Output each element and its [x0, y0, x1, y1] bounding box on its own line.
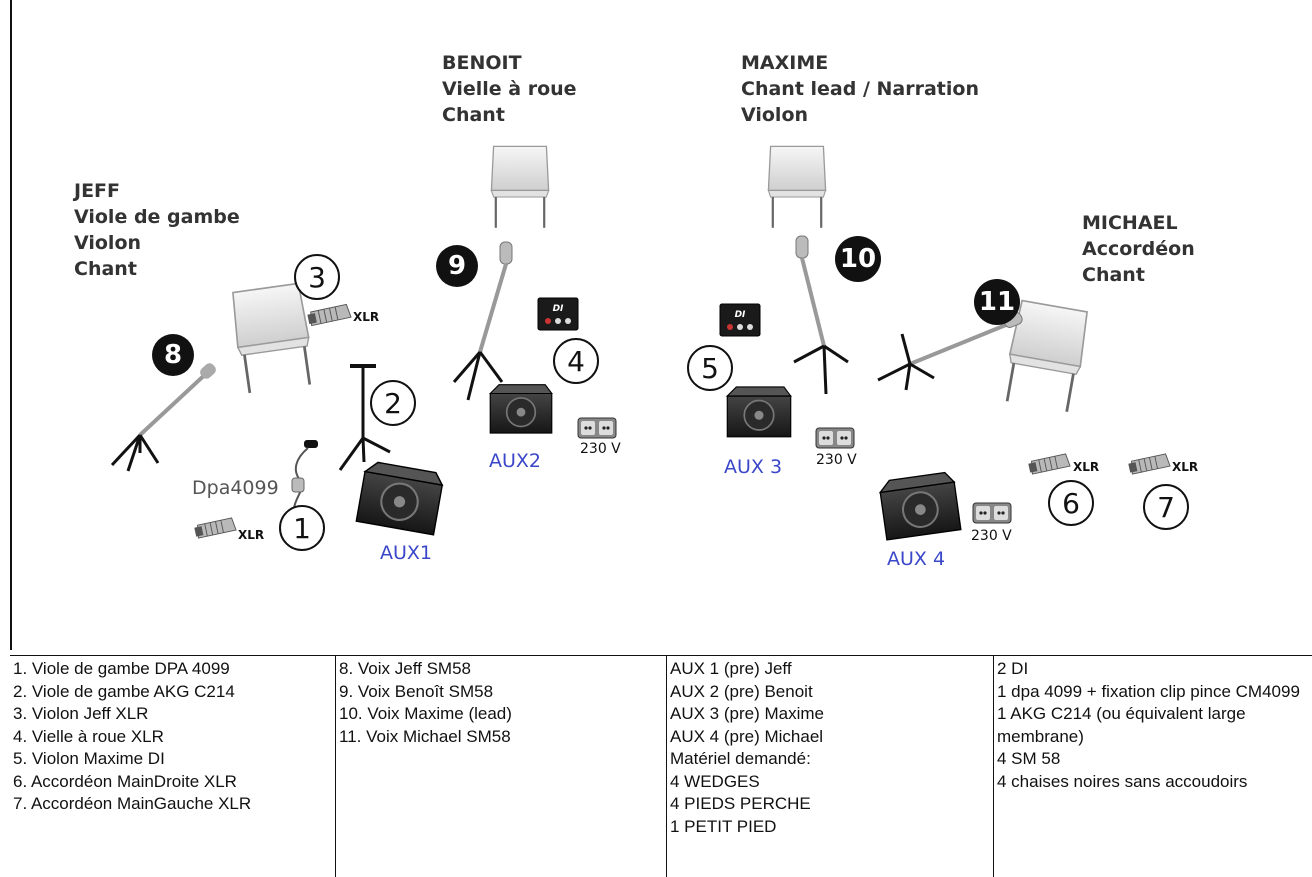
- marker-3: 3: [294, 254, 340, 300]
- aux-label: AUX1: [380, 542, 433, 564]
- di-box-icon: DI: [717, 302, 763, 338]
- microphone-stand-icon: [110, 363, 216, 472]
- microphone-stand-icon: [793, 235, 849, 395]
- table-row: AUX 2 (pre) Benoit: [670, 681, 813, 701]
- xlr-connector-icon: [306, 304, 352, 326]
- musician-benoit: BENOIT Vielle à roue Chant: [442, 50, 577, 128]
- power-label: 230 V: [971, 528, 1012, 544]
- table-column-equipment: 2 DI 1 dpa 4099 + fixation clip pince CM…: [993, 656, 1312, 877]
- musician-role: Vielle à roue: [442, 78, 577, 100]
- xlr-label: XLR: [238, 528, 265, 542]
- musician-role: Violon: [741, 104, 809, 126]
- table-row: 11. Voix Michael SM58: [339, 726, 511, 746]
- marker-6: 6: [1048, 480, 1094, 526]
- table-row: 4. Vielle à roue XLR: [13, 726, 164, 746]
- table-row: 4 chaises noires sans accoudoirs: [997, 771, 1248, 791]
- di-box-icon: DI: [535, 296, 581, 332]
- power-outlet-icon: [972, 502, 1012, 524]
- xlr-connector-icon: [1127, 453, 1171, 475]
- small-stand-icon: [338, 364, 391, 471]
- musician-role: Viole de gambe: [74, 206, 240, 228]
- table-row: 2. Viole de gambe AKG C214: [13, 681, 235, 701]
- musician-role: Accordéon: [1082, 238, 1195, 260]
- table-row: 9. Voix Benoît SM58: [339, 681, 494, 701]
- stage-plot: JEFF Viole de gambe Violon Chant BENOIT …: [10, 0, 1199, 650]
- marker-9: 9: [436, 245, 478, 287]
- musician-name: JEFF: [74, 180, 121, 202]
- di-label: DI: [553, 304, 564, 314]
- table-row: AUX 1 (pre) Jeff: [670, 659, 792, 678]
- table-row: AUX 3 (pre) Maxime: [670, 704, 824, 723]
- table-row: 4 PIEDS PERCHE: [670, 794, 811, 813]
- table-column-aux: AUX 1 (pre) Jeff AUX 2 (pre) Benoit AUX …: [666, 656, 993, 877]
- marker-1: 1: [279, 505, 325, 551]
- musician-role: Chant lead / Narration: [741, 78, 979, 100]
- table-row: 1 dpa 4099 + fixation clip pince CM4099: [997, 681, 1300, 701]
- musician-jeff: JEFF Viole de gambe Violon Chant: [74, 178, 240, 282]
- chair-icon: [225, 282, 320, 392]
- musician-name: MICHAEL: [1082, 212, 1178, 234]
- equipment-table: 1. Viole de gambe DPA 4099 2. Viole de g…: [10, 655, 1312, 877]
- wedge-monitor-icon: [725, 383, 793, 443]
- table-row: 8. Voix Jeff SM58: [339, 659, 471, 678]
- table-row: 1. Viole de gambe DPA 4099: [13, 659, 230, 678]
- wedge-monitor-icon: [880, 472, 960, 542]
- stage-left-border: [10, 0, 12, 650]
- musician-name: BENOIT: [442, 52, 522, 74]
- marker-11: 11: [974, 279, 1020, 325]
- aux-label: AUX 4: [887, 548, 946, 570]
- power-label: 230 V: [580, 441, 621, 457]
- marker-7: 7: [1143, 484, 1189, 530]
- power-outlet-icon: [577, 417, 617, 439]
- musician-role: Chant: [1082, 264, 1145, 286]
- table-row: 2 DI: [997, 659, 1029, 678]
- chair-icon: [486, 142, 554, 230]
- xlr-label: XLR: [1073, 460, 1100, 474]
- table-row: 5. Violon Maxime DI: [13, 749, 165, 768]
- musician-role: Chant: [74, 258, 137, 280]
- table-row: 6. Accordéon MainDroite XLR: [13, 771, 237, 791]
- table-row: 10. Voix Maxime (lead): [339, 704, 512, 723]
- musician-role: Chant: [442, 104, 505, 126]
- clip-microphone-icon: [291, 440, 318, 509]
- table-row: 1 AKG C214 (ou équivalent large membrane…: [997, 704, 1246, 746]
- marker-8: 8: [152, 334, 194, 376]
- di-label: DI: [735, 310, 746, 320]
- musician-role: Violon: [74, 232, 142, 254]
- table-row: AUX 4 (pre) Michael: [670, 726, 824, 746]
- dpa-label: Dpa4099: [192, 477, 279, 499]
- marker-2: 2: [370, 380, 416, 426]
- musician-michael: MICHAEL Accordéon Chant: [1082, 210, 1195, 288]
- table-row: 4 SM 58: [997, 749, 1061, 768]
- table-row: Matériel demandé:: [670, 749, 811, 768]
- aux-label: AUX2: [489, 450, 542, 472]
- xlr-label: XLR: [353, 310, 380, 324]
- xlr-label: XLR: [1172, 460, 1199, 474]
- power-label: 230 V: [816, 452, 857, 468]
- table-row: 7. Accordéon MainGauche XLR: [13, 794, 252, 813]
- xlr-connector-icon: [1027, 453, 1071, 475]
- table-row: 1 PETIT PIED: [670, 816, 777, 836]
- marker-5: 5: [687, 345, 733, 391]
- wedge-monitor-icon: [488, 380, 554, 440]
- chair-icon: [763, 142, 831, 230]
- musician-name: MAXIME: [741, 52, 829, 74]
- table-row: 3. Violon Jeff XLR: [13, 704, 149, 723]
- wedge-monitor-icon: [358, 462, 442, 536]
- marker-4: 4: [553, 338, 599, 384]
- table-column-inputs-1: 1. Viole de gambe DPA 4099 2. Viole de g…: [10, 656, 335, 877]
- table-column-inputs-2: 8. Voix Jeff SM58 9. Voix Benoît SM58 10…: [335, 656, 666, 877]
- microphone-stand-icon: [452, 241, 513, 401]
- microphone-stand-icon: [877, 312, 1023, 391]
- aux-label: AUX 3: [724, 456, 783, 478]
- musician-maxime: MAXIME Chant lead / Narration Violon: [741, 50, 979, 128]
- marker-10: 10: [835, 236, 881, 282]
- power-outlet-icon: [815, 427, 855, 449]
- xlr-connector-icon: [193, 517, 237, 539]
- table-row: 4 WEDGES: [670, 771, 760, 791]
